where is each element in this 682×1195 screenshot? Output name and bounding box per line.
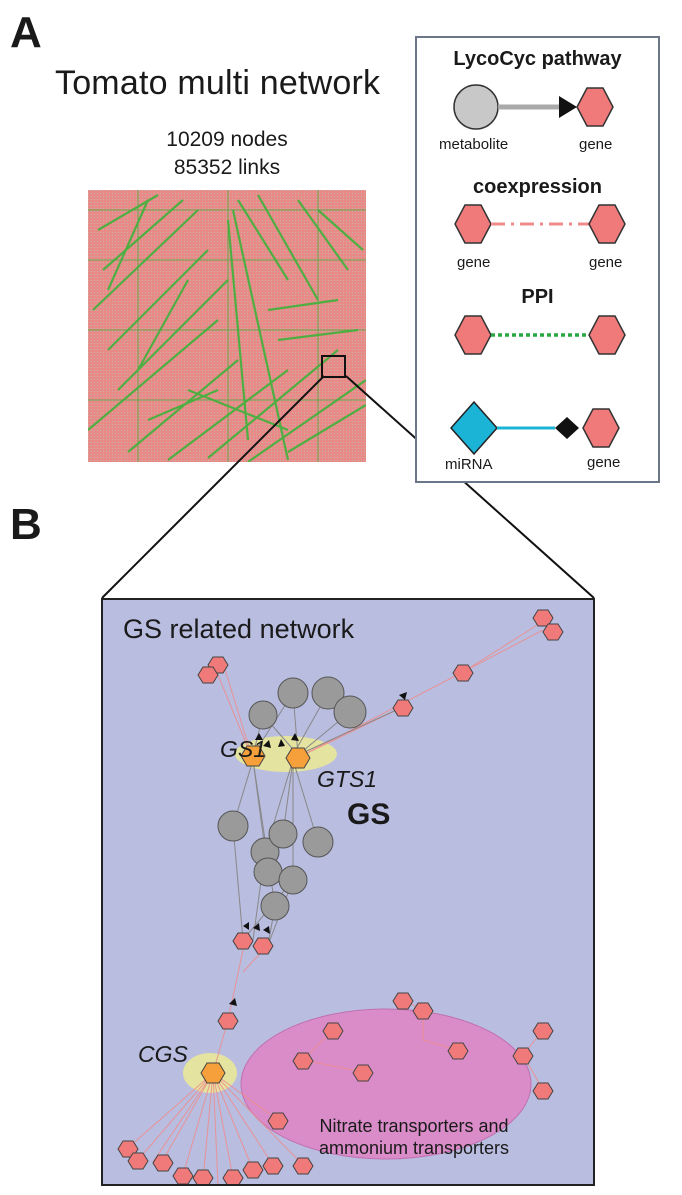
legend-box: LycoCyc pathway metabolite gene coexpres… <box>415 36 660 483</box>
legend-gene-label: gene <box>457 254 491 271</box>
nitrate-transporters-label: Nitrate transporters and ammonium transp… <box>299 1115 529 1159</box>
gs-network-panel: GS related network GS1 GTS1 GS CGS Nitra… <box>101 598 595 1186</box>
legend-gene-label: gene <box>579 136 613 153</box>
legend-pathway-title: LycoCyc pathway <box>453 48 622 70</box>
gs1-label: GS1 <box>220 736 267 762</box>
reaction-arrowheads <box>229 692 407 1006</box>
panel-b-letter: B <box>10 500 42 549</box>
legend-ppi-title: PPI <box>521 286 554 308</box>
network-title: GS related network <box>123 614 355 644</box>
mirna-node-icon <box>449 400 499 456</box>
gts1-label: GTS1 <box>317 766 378 792</box>
panel-a-title: Tomato multi network <box>55 64 381 102</box>
node-count: 10209 nodes <box>166 128 288 151</box>
gene-nodes <box>117 609 564 1184</box>
legend-coexpression-title: coexpression <box>473 176 602 198</box>
legend-gene-label: gene <box>587 454 621 471</box>
gs-gene-nodes <box>200 745 311 1084</box>
cgs-label: CGS <box>138 1041 188 1067</box>
legend-metabolite-label: metabolite <box>439 136 509 153</box>
panel-a-letter: A <box>10 8 42 57</box>
metabolite-nodes <box>217 676 367 921</box>
legend-mirna-label: miRNA <box>445 456 493 473</box>
gs-label: GS <box>347 798 391 831</box>
zoom-box <box>321 355 346 378</box>
link-count: 85352 links <box>173 156 281 179</box>
gene-node-icon <box>576 87 614 127</box>
legend-gene-label: gene <box>589 254 623 271</box>
network-adjacency-matrix <box>88 190 366 462</box>
nitrate-line-1: Nitrate transporters and <box>319 1116 509 1136</box>
nitrate-line-2: ammonium transporters <box>318 1138 510 1158</box>
metabolite-node-icon <box>453 84 499 130</box>
